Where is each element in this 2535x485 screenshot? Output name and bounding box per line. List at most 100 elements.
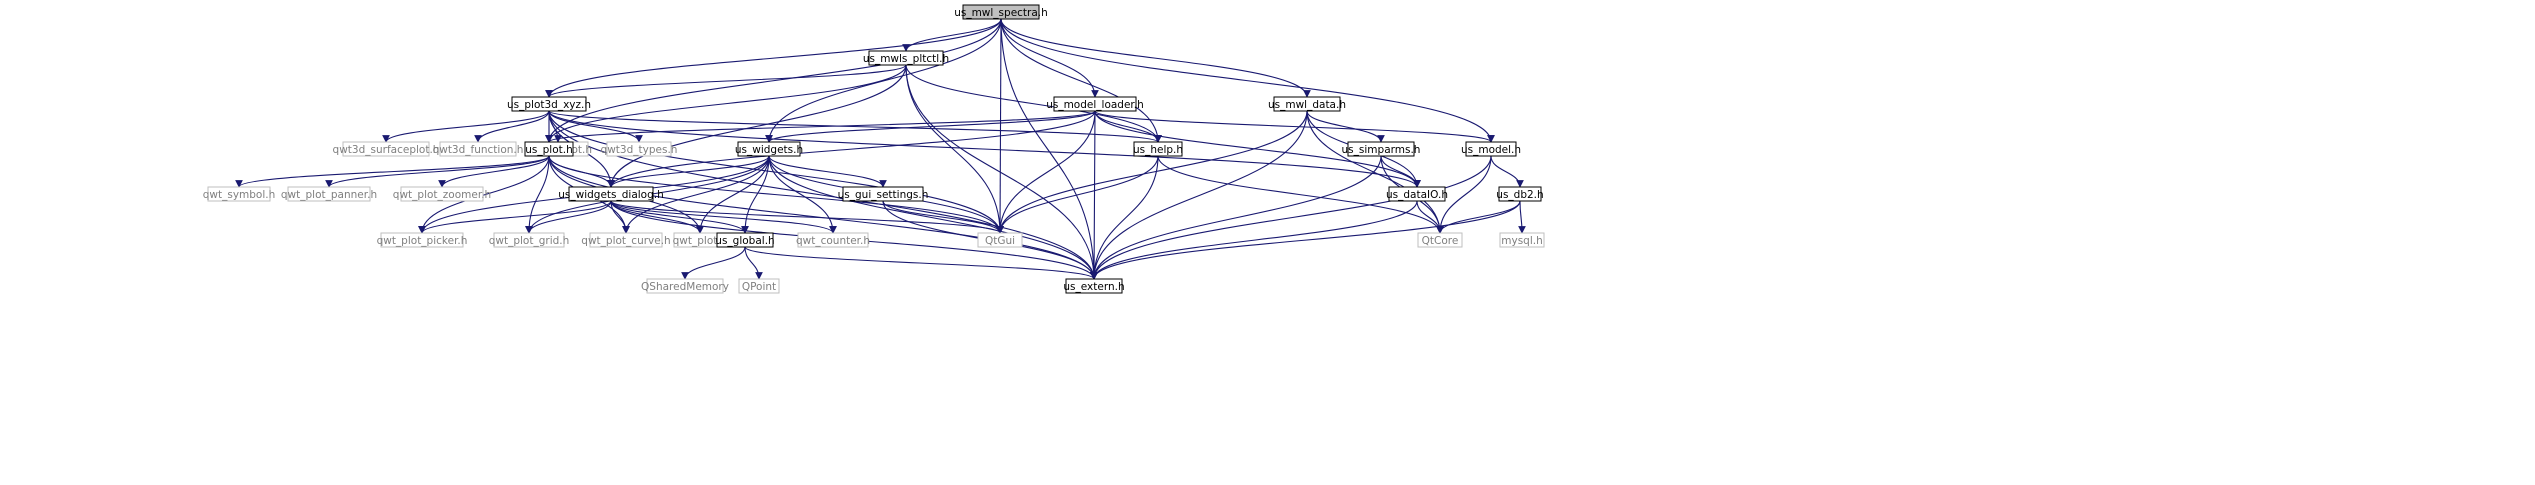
node-mwl_spectra[interactable]: us_mwl_spectra.h bbox=[954, 4, 1048, 20]
edge-dataio-to-extern bbox=[1090, 200, 1418, 280]
node-label-db2: us_db2.h bbox=[1496, 189, 1543, 201]
edge-plot3d_xyz-to-help bbox=[548, 110, 1162, 143]
node-plot[interactable]: us_plot.h bbox=[524, 141, 574, 157]
node-label-simparms: us_simparms.h bbox=[1342, 144, 1421, 156]
node-label-qwt_plot_panner: qwt_plot_panner.h bbox=[281, 189, 377, 201]
edge-mwl_spectra-to-extern bbox=[1000, 18, 1098, 280]
edge-mwls_pltctl-to-widgets_dialog bbox=[607, 64, 907, 188]
node-box-dataio[interactable] bbox=[1388, 186, 1446, 202]
edge-model_loader-to-qtgui bbox=[996, 110, 1096, 234]
edge-simparms-to-dataio bbox=[1380, 155, 1421, 188]
node-label-qwt3d_function: qwt3d_function.h bbox=[433, 144, 524, 156]
edge-widgets-to-global bbox=[741, 155, 770, 234]
edge-gui_settings-to-qtgui bbox=[882, 200, 1004, 234]
node-label-qwt_counter: qwt_counter.h bbox=[796, 235, 870, 247]
node-label-qwt_plot_zoomer: qwt_plot_zoomer.h bbox=[393, 189, 491, 201]
node-label-qtgui: QtGui bbox=[985, 235, 1015, 247]
edge-mwl_data-to-qtgui bbox=[996, 110, 1308, 234]
node-box-simparms[interactable] bbox=[1347, 141, 1415, 157]
edge-plot3d_xyz-to-qtgui bbox=[548, 110, 1004, 234]
node-gui_settings[interactable]: us_gui_settings.h bbox=[838, 186, 929, 202]
node-label-widgets: us_widgets.h bbox=[735, 144, 803, 156]
node-qwt_plot_curve: qwt_plot_curve.h bbox=[581, 232, 671, 248]
node-label-qpoint: QPoint bbox=[742, 281, 776, 293]
node-mwls_pltctl[interactable]: us_mwls_pltctl.h bbox=[863, 50, 949, 66]
node-box-qwt3d_function bbox=[439, 141, 517, 157]
edge-widgets_dialog-to-qwt_counter bbox=[610, 200, 837, 234]
node-mysql: mysql.h bbox=[1499, 232, 1545, 248]
edge-model_loader-to-widgets_dialog bbox=[607, 110, 1096, 188]
node-box-plot[interactable] bbox=[524, 141, 574, 157]
node-widgets[interactable]: us_widgets.h bbox=[735, 141, 803, 157]
node-label-extern: us_extern.h bbox=[1063, 281, 1124, 293]
node-box-db2[interactable] bbox=[1498, 186, 1542, 202]
edge-widgets-to-qwt_plot_curve bbox=[622, 155, 770, 234]
node-label-qsharedmemory: QSharedMemory bbox=[641, 281, 729, 293]
edge-mwls_pltctl-to-plot3d_xyz bbox=[545, 64, 907, 98]
node-global[interactable]: us_global.h bbox=[715, 232, 775, 248]
node-qwt_counter: qwt_counter.h bbox=[796, 232, 870, 248]
edge-widgets_dialog-to-qtgui bbox=[610, 200, 1004, 234]
node-qwt_plot: qwt_plot.h bbox=[673, 232, 727, 248]
node-box-qwt_plot_panner bbox=[287, 186, 371, 202]
node-qwt3d_types: qwt3d_types.h bbox=[601, 141, 677, 157]
edge-plot-to-qwt_plot_grid bbox=[525, 155, 550, 234]
node-qwt_plot_grid: qwt_plot_grid.h bbox=[489, 232, 569, 248]
edge-help-to-qtgui bbox=[996, 155, 1159, 234]
node-box-mwl_data[interactable] bbox=[1273, 96, 1341, 112]
node-box-extern[interactable] bbox=[1065, 278, 1123, 294]
node-help[interactable]: us_help.h bbox=[1133, 141, 1183, 157]
node-simparms[interactable]: us_simparms.h bbox=[1342, 141, 1421, 157]
node-box-qpoint bbox=[738, 278, 780, 294]
node-box-mwls_pltctl[interactable] bbox=[868, 50, 944, 66]
edge-widgets_dialog-to-qwt_plot_picker bbox=[418, 200, 612, 234]
node-mwl_data[interactable]: us_mwl_data.h bbox=[1268, 96, 1346, 112]
edge-widgets-to-qwt_plot bbox=[696, 155, 770, 234]
node-label-help: us_help.h bbox=[1133, 144, 1183, 156]
edge-mwl_spectra-to-plot bbox=[545, 18, 1002, 143]
edge-model-to-db2 bbox=[1490, 155, 1524, 188]
node-box-qwt3d_surfaceplot bbox=[342, 141, 430, 157]
node-box-qsharedmemory bbox=[646, 278, 724, 294]
node-box-qwt_counter bbox=[797, 232, 869, 248]
node-box-global[interactable] bbox=[716, 232, 774, 248]
node-dataio[interactable]: us_dataIO.h bbox=[1386, 186, 1448, 202]
node-extern[interactable]: us_extern.h bbox=[1063, 278, 1125, 294]
edge-mwls_pltctl-to-plot bbox=[545, 64, 907, 143]
node-db2[interactable]: us_db2.h bbox=[1496, 186, 1544, 202]
node-box-mysql bbox=[1499, 232, 1545, 248]
edge-model_loader-to-extern bbox=[1090, 110, 1098, 280]
node-box-mwl_spectra[interactable] bbox=[962, 4, 1040, 20]
edge-mwl_spectra-to-mwl_data bbox=[1000, 18, 1311, 98]
node-label-mwl_spectra: us_mwl_spectra.h bbox=[954, 7, 1048, 19]
node-qsharedmemory: QSharedMemory bbox=[641, 278, 729, 294]
node-box-model[interactable] bbox=[1465, 141, 1517, 157]
edge-widgets-to-gui_settings bbox=[768, 155, 887, 188]
edge-widgets_dialog-to-qwt_plot_grid bbox=[525, 200, 612, 234]
edge-global-to-qpoint bbox=[744, 246, 763, 280]
node-label-gui_settings: us_gui_settings.h bbox=[838, 189, 929, 201]
node-box-widgets_dialog[interactable] bbox=[568, 186, 654, 202]
edge-mwl_spectra-to-plot3d_xyz bbox=[545, 18, 1002, 98]
node-box-widgets[interactable] bbox=[737, 141, 801, 157]
node-model_loader[interactable]: us_model_loader.h bbox=[1046, 96, 1144, 112]
node-label-dataio: us_dataIO.h bbox=[1386, 189, 1448, 201]
node-qwt_symbol: qwt_symbol.h bbox=[203, 186, 275, 202]
edge-model-to-qtcore bbox=[1436, 155, 1492, 234]
node-box-qwt_plot_zoomer bbox=[400, 186, 484, 202]
edge-plot3d_xyz-to-qwt3d_surfaceplot bbox=[382, 110, 550, 143]
node-label-qwt_plot_picker: qwt_plot_picker.h bbox=[377, 235, 468, 247]
node-plot3d_xyz[interactable]: us_plot3d_xyz.h bbox=[507, 96, 591, 112]
node-model[interactable]: us_model.h bbox=[1461, 141, 1521, 157]
node-label-mwls_pltctl: us_mwls_pltctl.h bbox=[863, 53, 949, 65]
node-box-model_loader[interactable] bbox=[1053, 96, 1137, 112]
node-label-mysql: mysql.h bbox=[1501, 235, 1543, 247]
node-box-help[interactable] bbox=[1133, 141, 1183, 157]
node-qwt3d_surfaceplot: qwt3d_surfaceplot.h bbox=[333, 141, 439, 157]
node-qpoint: QPoint bbox=[738, 278, 780, 294]
edge-plot3d_xyz-to-dataio bbox=[548, 110, 1421, 188]
node-box-gui_settings[interactable] bbox=[842, 186, 924, 202]
node-box-plot3d_xyz[interactable] bbox=[511, 96, 587, 112]
node-widgets_dialog[interactable]: us_widgets_dialog.h bbox=[558, 186, 664, 202]
node-label-model_loader: us_model_loader.h bbox=[1046, 99, 1144, 111]
